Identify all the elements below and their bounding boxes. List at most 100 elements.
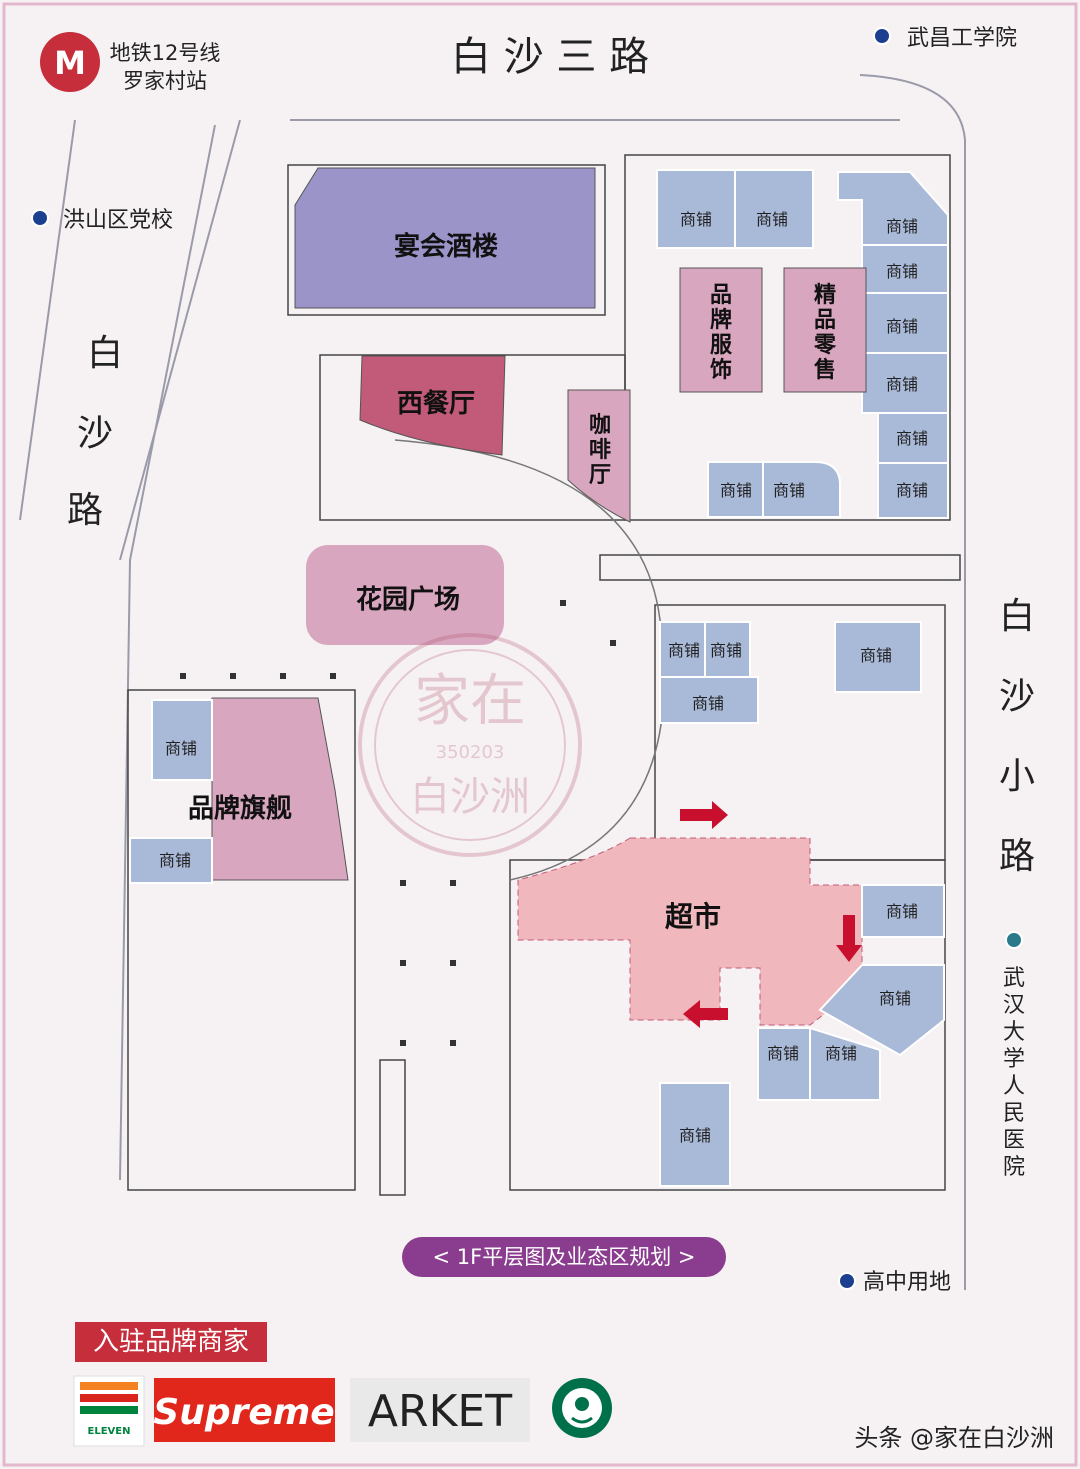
shop-label: 商铺: [710, 641, 742, 660]
shop-label: 商铺: [886, 217, 918, 236]
watermark-code: 350203: [436, 742, 505, 763]
garden-plaza-label: 花园广场: [356, 585, 460, 615]
landmark-hongshan-school: 洪山区党校: [63, 208, 173, 233]
svg-text:医: 医: [1003, 1128, 1025, 1153]
watermark-stamp: [358, 633, 582, 857]
plaza-curve: [394, 439, 666, 881]
landmark-wuchang-institute: 武昌工学院: [907, 26, 1017, 51]
garden-plaza-zone: [306, 545, 504, 645]
watermark-sub: 白沙洲: [410, 774, 530, 820]
supreme-logo: Supreme: [153, 1378, 335, 1442]
arrow-icons: [680, 801, 862, 1028]
svg-text:品: 品: [710, 283, 732, 308]
svg-text:人: 人: [1003, 1074, 1025, 1099]
watermark-main: 家在: [414, 669, 526, 734]
svg-text:路: 路: [999, 836, 1035, 877]
western-restaurant-label: 西餐厅: [397, 389, 475, 419]
svg-text:Supreme: Supreme: [153, 1392, 334, 1433]
shop-label: 商铺: [860, 646, 892, 665]
shop-label: 商铺: [896, 481, 928, 500]
svg-text:白: 白: [87, 333, 123, 374]
shop-label: 商铺: [756, 210, 788, 229]
svg-text:ARKET: ARKET: [368, 1386, 512, 1437]
arrow-down-icon: [836, 915, 862, 962]
brand-apparel-label: 品 牌 服 饰: [710, 283, 733, 383]
svg-text:院: 院: [1003, 1155, 1025, 1180]
supermarket-label: 超市: [665, 900, 721, 933]
landmark-high-school-land: 高中用地: [863, 1270, 951, 1295]
cafe-label: 咖 啡 厅: [589, 413, 611, 488]
shop-label: 商铺: [680, 210, 712, 229]
svg-text:啡: 啡: [589, 438, 611, 463]
brand-apparel-zone: [679, 267, 763, 393]
shop-label: 商铺: [886, 317, 918, 336]
shop-label: 商铺: [692, 694, 724, 713]
west-shops: [129, 699, 213, 884]
building-outlines: [127, 154, 961, 1196]
shop-label: 商铺: [767, 1044, 799, 1063]
road-north-label: 白 沙 三 路: [451, 34, 649, 80]
svg-text:武: 武: [1003, 966, 1025, 991]
cafe-zone: [567, 389, 631, 523]
arrow-left-icon: [683, 1000, 728, 1028]
credit-text: 头条 @家在白沙洲: [854, 1424, 1054, 1452]
shop-label: 商铺: [165, 739, 197, 758]
svg-text:牌: 牌: [710, 307, 732, 333]
shop-label: 商铺: [825, 1044, 857, 1063]
arrow-right-icon: [680, 801, 728, 829]
svg-text:汉: 汉: [1003, 993, 1025, 1018]
svg-text:售: 售: [814, 357, 836, 383]
svg-text:小: 小: [999, 756, 1035, 797]
starbucks-logo: [552, 1378, 612, 1438]
svg-text:白: 白: [999, 596, 1035, 637]
shop-label: 商铺: [886, 262, 918, 281]
svg-text:厅: 厅: [589, 463, 611, 488]
seven-eleven-logo: ELEVEN: [73, 1375, 145, 1447]
shop-label: 商铺: [879, 989, 911, 1008]
metro-station-label: 罗家村站: [123, 69, 207, 93]
svg-text:服: 服: [710, 333, 733, 358]
svg-text:零: 零: [813, 333, 837, 358]
shop-label: 商铺: [668, 641, 700, 660]
shop-label: 商铺: [896, 429, 928, 448]
svg-text:大: 大: [1003, 1020, 1025, 1045]
svg-text:M: M: [54, 44, 86, 82]
column-dots: [180, 600, 616, 1046]
banquet-hall-zone: [294, 167, 596, 309]
metro-line-label: 地铁12号线: [110, 41, 221, 65]
svg-text:路: 路: [67, 490, 103, 531]
banquet-label: 宴会酒楼: [394, 231, 498, 262]
shop-label: 商铺: [886, 375, 918, 394]
svg-text:学: 学: [1003, 1047, 1025, 1072]
metro-icon: M: [40, 32, 100, 92]
northeast-shops: [656, 169, 949, 519]
road-east-label: 白 沙 小 路: [999, 596, 1035, 877]
svg-text:咖: 咖: [589, 413, 611, 438]
boutique-retail-label: 精 品 零 售: [813, 282, 837, 383]
svg-text:精: 精: [814, 282, 836, 308]
east-middle-shops: [659, 621, 922, 724]
southeast-shops: [659, 884, 945, 1187]
shop-label: 商铺: [159, 851, 191, 870]
flagship-zone: [211, 697, 349, 881]
svg-text:ELEVEN: ELEVEN: [88, 1426, 131, 1437]
svg-text:沙: 沙: [999, 676, 1035, 717]
svg-text:民: 民: [1003, 1101, 1025, 1126]
svg-text:饰: 饰: [710, 357, 732, 383]
road-lines: [19, 74, 966, 1290]
shop-label: 商铺: [720, 481, 752, 500]
svg-text:品: 品: [814, 308, 836, 333]
landmark-markers: [31, 27, 1023, 1290]
shop-label: 商铺: [773, 481, 805, 500]
flagship-label: 品牌旗舰: [188, 793, 292, 824]
western-restaurant-zone: [359, 355, 506, 456]
brands-title: 入驻品牌商家: [75, 1322, 267, 1362]
arket-logo: ARKET: [350, 1378, 530, 1442]
floor-plan-caption: < 1F平层图及业态区规划 >: [402, 1237, 726, 1277]
shop-label: 商铺: [886, 902, 918, 921]
shop-label: 商铺: [679, 1126, 711, 1145]
boutique-retail-zone: [783, 267, 867, 393]
road-west-label: 白 沙 路: [67, 333, 123, 531]
landmark-hospital: 武 汉 大 学 人 民 医 院: [1003, 966, 1025, 1180]
